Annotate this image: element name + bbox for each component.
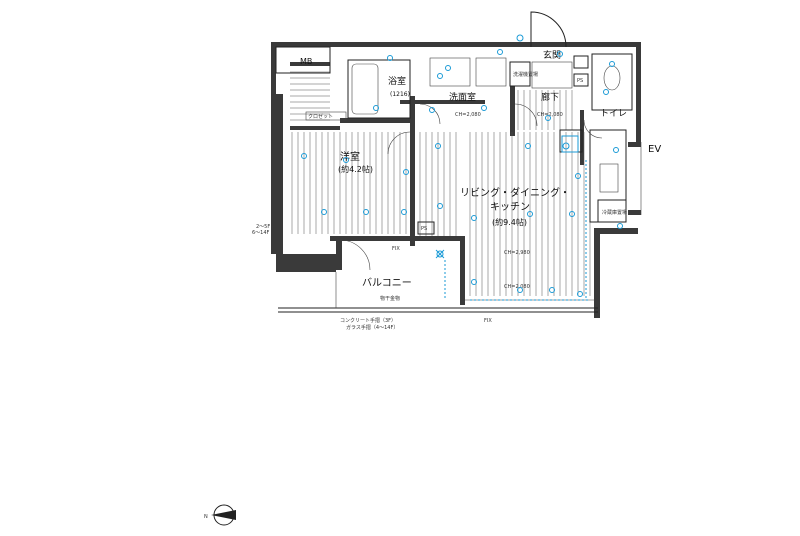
ldk-label-2: キッチン: [490, 201, 530, 213]
western-room: 洋室 (約4.2帖) クロゼット: [305, 111, 373, 174]
kitchen-area: 冷蔵庫置場: [559, 129, 627, 223]
railing-label-1: コンクリート手摺（3F）: [340, 317, 396, 324]
balcony: バルコニー 物干金物 コンクリート手摺（3F） ガラス手摺（4～14F） FIX…: [252, 224, 492, 331]
doors: [339, 103, 603, 271]
ps-label-2: PS: [421, 226, 427, 232]
ev-label: EV: [648, 144, 661, 155]
bath-size: (1216): [390, 91, 410, 98]
outer-walls: [271, 42, 641, 318]
floor-range-1: 2～5F: [256, 224, 270, 230]
western-room-floor: [291, 132, 407, 234]
compass-icon: N: [204, 504, 236, 526]
svg-text:N: N: [204, 514, 208, 520]
bath-room: 浴室 (1216): [347, 59, 411, 119]
ldk-ceiling: CH=2,980: [504, 250, 530, 256]
bath-label: 浴室: [388, 75, 406, 87]
railing-label-2: ガラス手摺（4～14F）: [346, 324, 398, 331]
mb-box: MB: [275, 46, 331, 74]
washroom: 洗面室 CH=2,080: [429, 57, 507, 118]
entrance: 玄関 廊下 CH=2,080: [530, 11, 573, 118]
ps-boxes: PS PS 洗濯機置場: [417, 55, 589, 235]
fix-label-2: FIX: [484, 318, 492, 324]
electrical-markers: [301, 34, 623, 301]
toilet: トイレ: [591, 53, 633, 119]
floor-range-2: 6～14F: [252, 230, 270, 236]
ps-label-1: PS: [577, 78, 583, 84]
corridor-label: 廊下: [541, 91, 559, 103]
washer-label: 洗濯機置場: [513, 71, 538, 78]
ldk-room: リビング・ダイニング・ キッチン (約9.4帖) CH=2,980 CH=2,0…: [460, 186, 570, 290]
closet-floor: [290, 71, 330, 121]
western-size: (約4.2帖): [338, 164, 373, 174]
washroom-ceiling: CH=2,080: [455, 112, 481, 118]
washroom-label: 洗面室: [449, 91, 476, 103]
mb-label: MB: [300, 57, 312, 66]
ldk-ceiling-2: CH=2,080: [504, 284, 530, 290]
ldk-floor: [419, 132, 591, 296]
ldk-size: (約9.4帖): [492, 217, 527, 227]
toilet-label: トイレ: [600, 109, 627, 119]
corridor-ceiling: CH=2,080: [537, 112, 563, 118]
fix-label-1: FIX: [392, 246, 400, 252]
balcony-label: バルコニー: [362, 277, 412, 289]
fridge-label: 冷蔵庫置場: [602, 209, 627, 216]
corridor-floor: [517, 90, 573, 130]
western-label: 洋室: [340, 150, 360, 163]
closet-label: クロゼット: [308, 113, 333, 120]
clothes-rail-label: 物干金物: [380, 295, 400, 302]
entrance-label: 玄関: [543, 49, 561, 61]
ldk-label-1: リビング・ダイニング・: [460, 186, 570, 199]
